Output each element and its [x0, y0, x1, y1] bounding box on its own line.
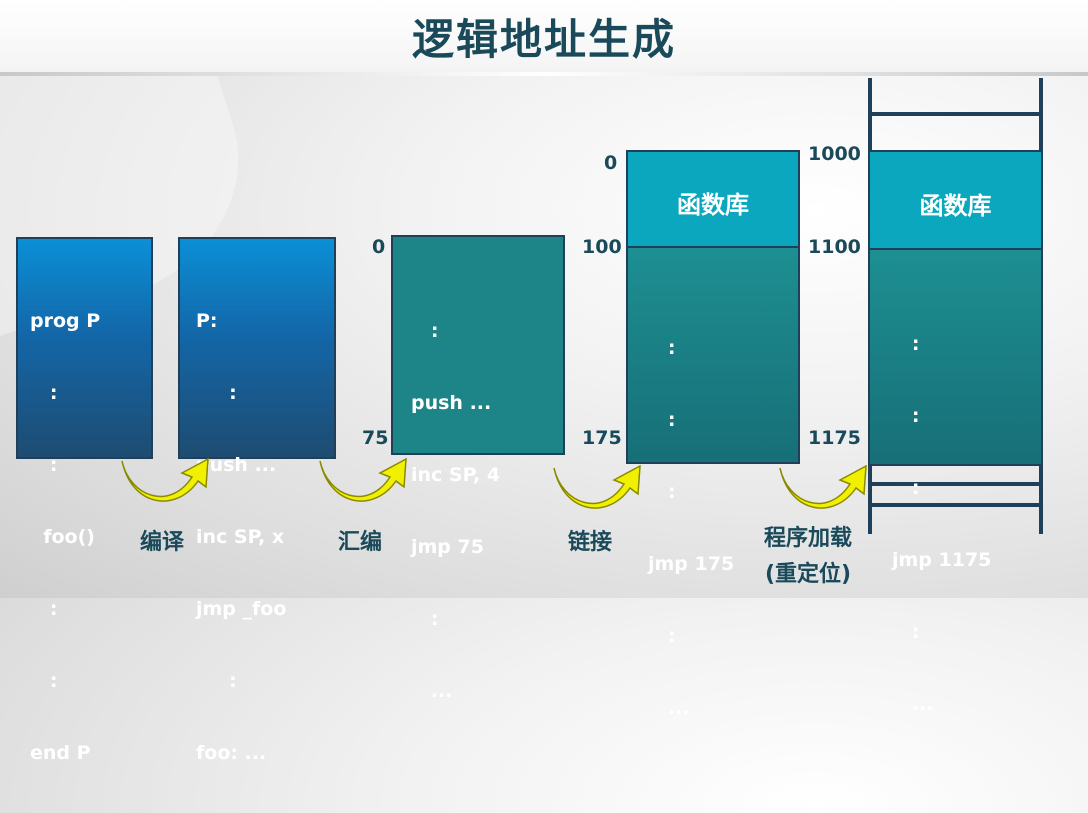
- step-label-relocate: (重定位): [764, 562, 852, 587]
- code-line: :: [411, 320, 439, 342]
- code-line: :: [30, 598, 58, 620]
- code-line: :: [30, 454, 58, 476]
- curved-arrow-icon: [319, 457, 407, 502]
- code-line: :: [648, 625, 676, 647]
- code-line: P:: [196, 310, 218, 332]
- curved-arrow-icon: [553, 464, 641, 509]
- loaded-module-box: : : : jmp 1175 : ...: [868, 248, 1043, 715]
- code-line: ...: [648, 697, 690, 719]
- loaded-module-code: : : : jmp 1175 : ...: [892, 284, 991, 764]
- code-line: jmp 75: [411, 536, 484, 558]
- code-line: push ...: [196, 454, 277, 476]
- code-line: inc SP, 4: [411, 464, 501, 486]
- source-program-box: prog P : : foo() : : end P: [16, 237, 153, 764]
- address-label: 0: [604, 152, 618, 174]
- library-block: 函数库: [868, 150, 1043, 250]
- code-line: prog P: [30, 310, 101, 332]
- library-label: 函数库: [677, 191, 749, 219]
- memory-ladder-rung: [868, 503, 1043, 507]
- title-band: [0, 0, 1088, 72]
- linked-module-box: : : : jmp 175 : ...: [626, 246, 800, 719]
- page-title: 逻辑地址生成: [411, 15, 676, 64]
- code-line: push ...: [411, 392, 492, 414]
- code-line: jmp _foo: [196, 598, 287, 620]
- assembled-module-box: : push ... inc SP, 4 jmp 75 : ...: [391, 235, 565, 702]
- step-label-compile: 编译: [139, 530, 184, 555]
- address-label: 175: [582, 427, 622, 449]
- code-line: :: [411, 608, 439, 630]
- curved-arrow-icon: [121, 457, 209, 502]
- code-line: jmp 1175: [892, 549, 992, 571]
- address-label: 1175: [808, 427, 861, 449]
- address-label: 1100: [808, 236, 861, 258]
- code-line: jmp 175: [648, 553, 735, 575]
- code-line: :: [892, 477, 920, 499]
- source-program-code: prog P : : foo() : : end P: [30, 261, 100, 813]
- step-label-assemble: 汇编: [337, 530, 382, 555]
- code-line: :: [30, 670, 58, 692]
- code-line: :: [892, 621, 920, 643]
- code-line: :: [196, 670, 237, 692]
- code-line: :: [892, 333, 920, 355]
- code-line: ...: [892, 693, 934, 715]
- code-line: foo: ...: [196, 742, 267, 764]
- title-divider: [0, 72, 1088, 76]
- code-line: :: [648, 409, 676, 431]
- compiled-program-code: P: : push ... inc SP, x jmp _foo : foo: …: [196, 261, 286, 813]
- code-line: :: [30, 382, 58, 404]
- memory-ladder-rung: [868, 112, 1043, 116]
- code-line: :: [196, 382, 237, 404]
- address-label: 100: [582, 236, 622, 258]
- compiled-program-box: P: : push ... inc SP, x jmp _foo : foo: …: [178, 237, 336, 764]
- memory-ladder-rung: [868, 482, 1043, 486]
- code-line: foo(): [30, 526, 95, 548]
- library-label: 函数库: [919, 192, 992, 220]
- address-label: 75: [362, 427, 389, 449]
- address-label: 1000: [808, 143, 861, 165]
- assembled-module-code: : push ... inc SP, 4 jmp 75 : ...: [411, 271, 500, 751]
- address-label: 0: [372, 236, 386, 258]
- code-line: inc SP, x: [196, 526, 285, 548]
- step-label-link: 链接: [567, 530, 612, 555]
- code-line: :: [648, 337, 676, 359]
- code-line: end P: [30, 742, 91, 764]
- code-line: :: [892, 405, 920, 427]
- curved-arrow-icon: [779, 464, 867, 509]
- code-line: :: [648, 481, 676, 503]
- code-line: ...: [411, 680, 453, 702]
- linked-module-code: : : : jmp 175 : ...: [648, 288, 734, 768]
- library-block: 函数库: [626, 150, 800, 248]
- step-label-load: 程序加载: [763, 526, 852, 551]
